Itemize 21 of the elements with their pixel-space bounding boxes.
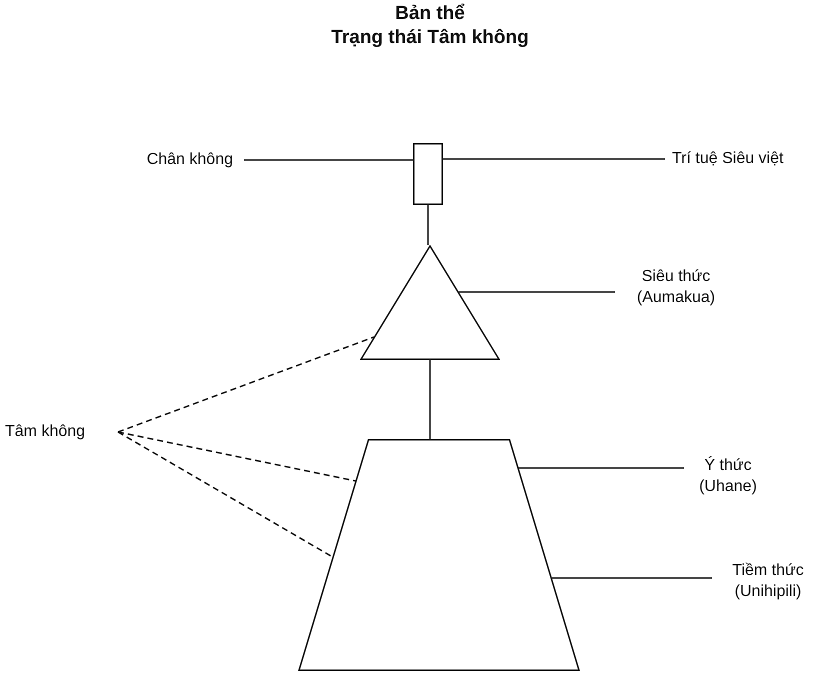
connector-line xyxy=(427,205,429,245)
column-box xyxy=(413,143,443,205)
node-label: Tiềm thức (Unihipili) xyxy=(716,560,820,602)
dashed-leader-line xyxy=(118,431,356,482)
dashed-leader-line xyxy=(118,431,334,558)
trapezoid-shape xyxy=(298,439,580,671)
node-label: Chân không xyxy=(115,149,233,170)
node-label: Siêu thức (Aumakua) xyxy=(628,266,724,308)
node-label: Ý thức (Uhane) xyxy=(688,455,768,497)
leader-line xyxy=(518,467,684,469)
node-label: Trí tuệ Siêu việt xyxy=(672,148,817,169)
dashed-leader-line xyxy=(118,336,374,433)
leader-line xyxy=(244,159,413,161)
leader-line xyxy=(552,577,712,579)
diagram-title: Bản thể xyxy=(395,2,465,26)
leader-line xyxy=(443,158,665,160)
connector-line xyxy=(429,360,431,439)
triangle-shape xyxy=(360,245,500,360)
leader-line xyxy=(458,291,615,293)
diagram-subtitle: Trạng thái Tâm không xyxy=(331,26,529,50)
node-label: Tâm không xyxy=(5,421,117,442)
